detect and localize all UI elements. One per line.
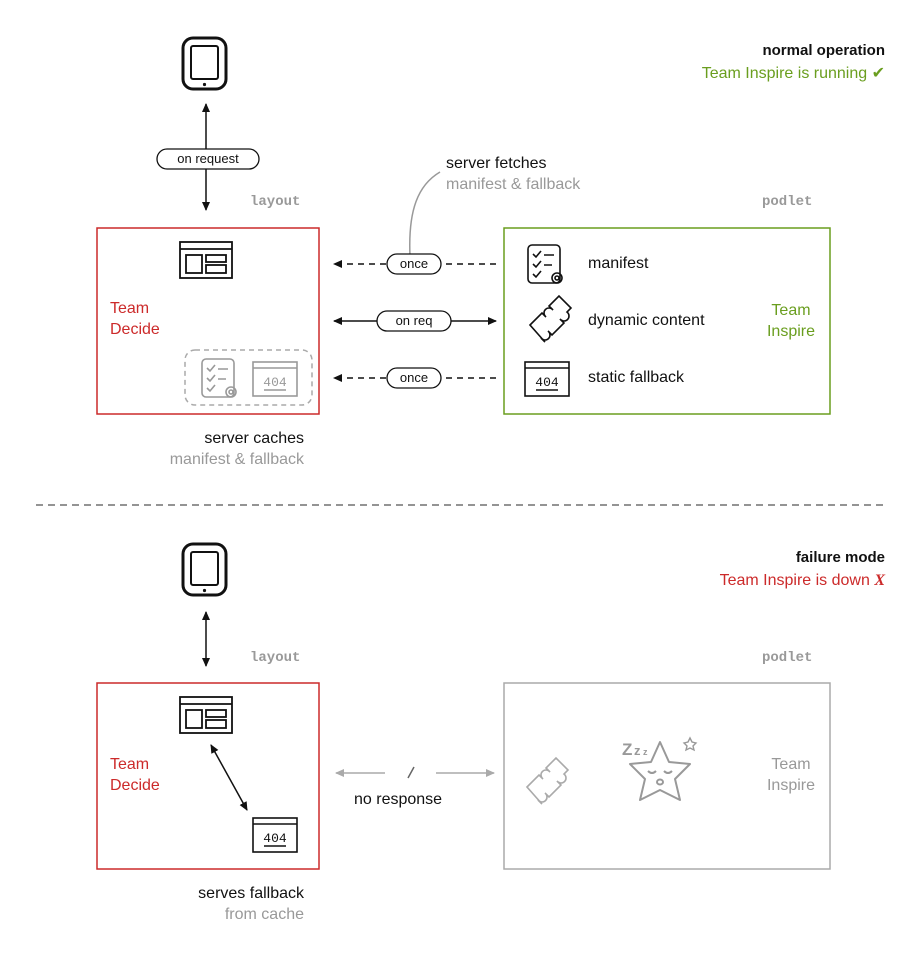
- svg-text:404: 404: [263, 375, 287, 390]
- podlet-label: podlet: [762, 650, 813, 666]
- checkmark-icon: ✔: [871, 65, 885, 82]
- team-inspire-line1: Team: [771, 302, 811, 319]
- page-layout-icon: [179, 241, 233, 279]
- team-inspire-line2: Inspire: [766, 323, 815, 340]
- status-running-text: Team Inspire is running: [701, 65, 868, 82]
- fetch-callout-line: [409, 171, 441, 257]
- serve-note-line1: serves fallback: [198, 885, 304, 902]
- serve-fallback-arrow: [210, 744, 248, 811]
- mode-title-failure: failure mode: [795, 549, 885, 566]
- team-decide-label: Team Decide: [110, 298, 160, 340]
- layout-box: [96, 227, 320, 415]
- once-pill-top: [386, 253, 442, 275]
- team-decide-line2: Decide: [110, 777, 160, 794]
- tablet-icon: [181, 36, 228, 91]
- request-pill: [156, 148, 260, 170]
- cached-manifest-icon: [201, 358, 237, 398]
- sleeping-star-icon: Z z z: [622, 736, 698, 801]
- team-decide-line1: Team: [110, 300, 150, 317]
- status-running: Team Inspire is running ✔: [702, 64, 885, 84]
- serve-note-line2: from cache: [224, 906, 304, 923]
- status-down: Team Inspire is down X: [720, 571, 885, 591]
- team-inspire-label: Team Inspire: [767, 300, 815, 342]
- manifest-checklist-icon: [527, 244, 563, 284]
- podlet-box-inactive: [503, 682, 831, 870]
- puzzle-icon: [525, 756, 570, 805]
- on-req-label: on req: [395, 313, 433, 328]
- svg-text:Z: Z: [622, 740, 632, 759]
- mode-title-normal: normal operation: [762, 42, 885, 59]
- svg-text:z: z: [643, 747, 648, 757]
- cache-container: [184, 349, 313, 406]
- podlet-box: [503, 227, 831, 415]
- once-label-bottom: once: [399, 370, 429, 385]
- svg-text:404: 404: [263, 831, 287, 846]
- team-decide-label: Team Decide: [110, 754, 160, 796]
- team-inspire-label-inactive: Team Inspire: [767, 754, 815, 796]
- once-pill-bottom: [386, 367, 442, 389]
- broken-link-slash: [407, 766, 415, 779]
- request-label: on request: [177, 151, 239, 166]
- podlet-label: podlet: [762, 194, 813, 210]
- fallback-404-icon: 404: [252, 817, 298, 853]
- team-decide-line2: Decide: [110, 321, 160, 338]
- team-decide-line1: Team: [110, 756, 150, 773]
- no-response-label: no response: [354, 791, 443, 808]
- status-down-text: Team Inspire is down: [719, 572, 870, 589]
- team-inspire-line1: Team: [771, 756, 811, 773]
- layout-box: [96, 682, 320, 870]
- svg-text:404: 404: [535, 375, 559, 390]
- cached-fallback-icon: 404: [252, 361, 298, 397]
- team-inspire-line2: Inspire: [766, 777, 815, 794]
- page-layout-icon: [179, 696, 233, 734]
- podlet-item-manifest: manifest: [588, 255, 649, 272]
- once-label-top: once: [399, 256, 429, 271]
- fallback-404-icon: 404: [524, 361, 570, 397]
- svg-text:z: z: [634, 743, 641, 758]
- cache-note-line1: server caches: [204, 430, 304, 447]
- layout-label: layout: [250, 194, 301, 210]
- on-req-pill: [376, 310, 452, 332]
- fetch-note-line1: server fetches: [446, 155, 547, 172]
- fetch-note-line2: manifest & fallback: [446, 176, 581, 193]
- podlet-item-dynamic-content: dynamic content: [588, 312, 705, 329]
- cross-icon: X: [874, 572, 885, 589]
- tablet-icon: [181, 542, 228, 597]
- podlet-item-static-fallback: static fallback: [588, 369, 685, 386]
- cache-note-line2: manifest & fallback: [169, 451, 304, 468]
- puzzle-icon: [528, 294, 573, 343]
- layout-label: layout: [250, 650, 301, 666]
